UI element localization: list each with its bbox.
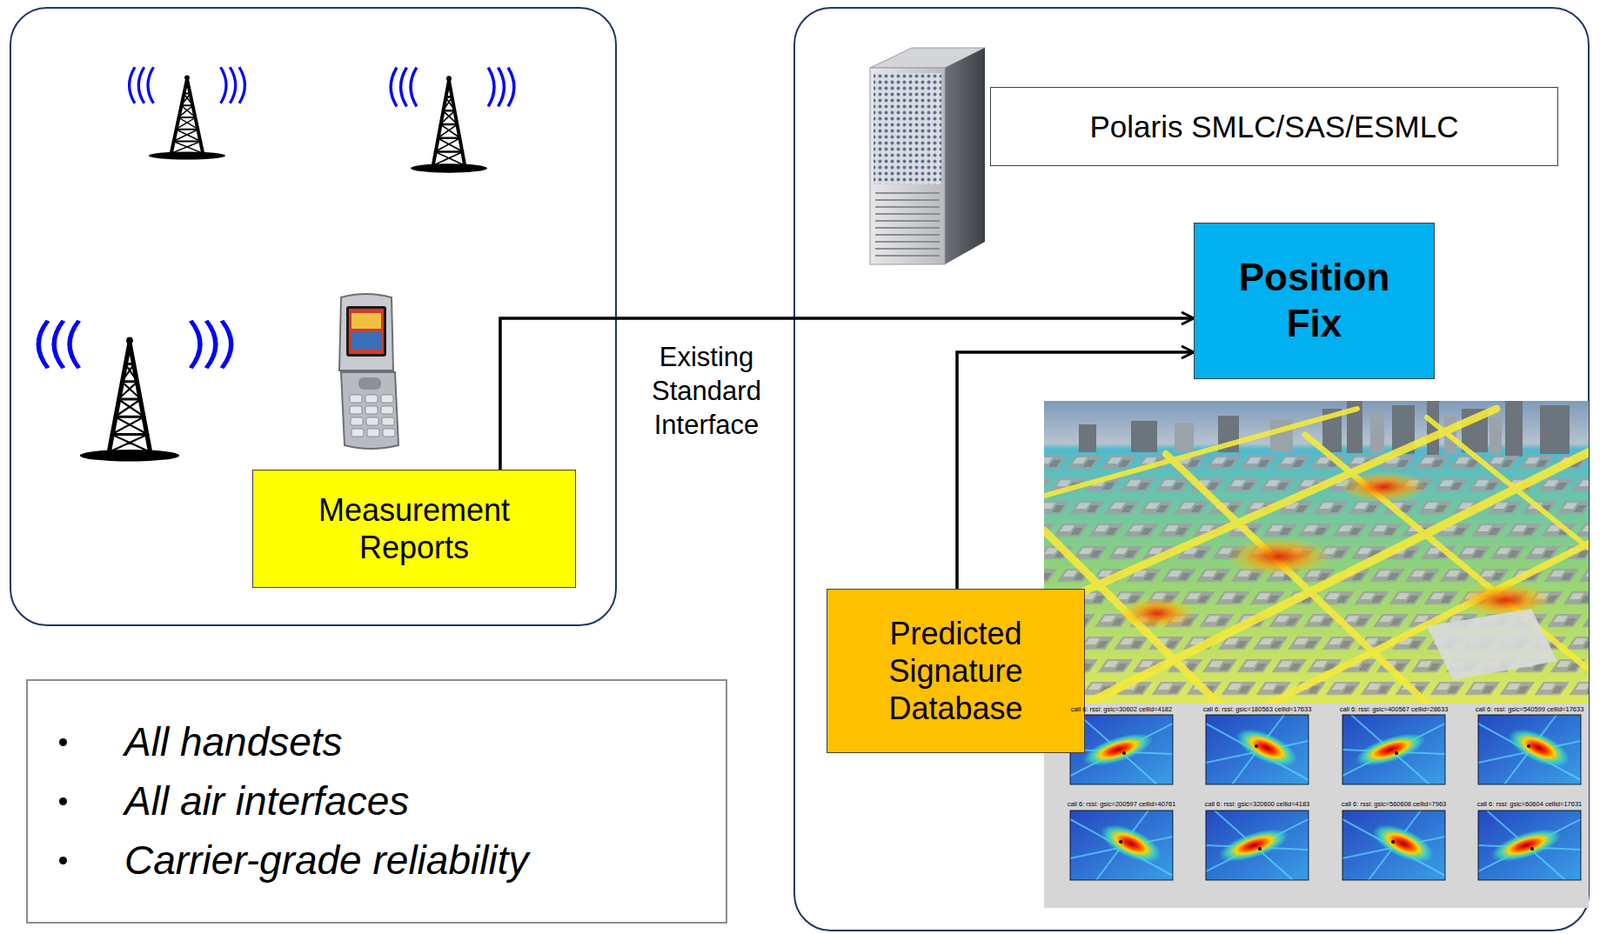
- plot-title: call 6: rssi: gsic=60604 cellid=17631: [1461, 800, 1598, 810]
- connector-arrow: [500, 318, 1194, 470]
- plot-title: call 6: rssi: gsic=30602 cellid=4182: [1053, 705, 1190, 715]
- plot-title: call 6: rssi: gsic=560608 cellid=7963: [1325, 800, 1462, 810]
- coverage-map: [1044, 401, 1589, 704]
- box-label: Polaris SMLC/SAS/ESMLC: [1089, 108, 1459, 146]
- box-label: Position Fix: [1223, 254, 1406, 348]
- position-fix-box: Position Fix: [1193, 222, 1435, 380]
- bullet-dot: [59, 856, 67, 865]
- database-box: Predicted Signature Database: [826, 589, 1085, 754]
- text-stack: Polaris SMLC/SAS/ESMLC: [1089, 108, 1459, 146]
- server-panel: [794, 7, 1589, 931]
- text-stack: Predicted Signature Database: [847, 615, 1065, 729]
- cell-tower: [390, 67, 515, 174]
- bullet-dot: [59, 797, 67, 806]
- connector-label: Existing Standard Interface: [628, 341, 785, 442]
- list-item-text: All air interfaces: [124, 777, 409, 826]
- connector-arrow: [957, 352, 1194, 590]
- list-item-text: Carrier-grade reliability: [124, 836, 529, 885]
- bullet-dot: [59, 738, 67, 747]
- plot-title: call 6: rssi: gsic=200597 cellid=40761: [1053, 800, 1190, 810]
- cell-tower: [129, 66, 246, 160]
- plot-title: call 6: rssi: gsic=320600 cellid=4183: [1189, 800, 1326, 810]
- list-item: Carrier-grade reliability: [59, 836, 529, 885]
- list-item: All handsets: [59, 718, 343, 767]
- flip-phone: [339, 294, 399, 449]
- plot-title: call 6: rssi: gsic=400567 cellid=28633: [1325, 705, 1462, 715]
- text-stack: Measurement Reports: [305, 491, 523, 567]
- handset-panel: [10, 7, 616, 626]
- list-item: All air interfaces: [59, 777, 409, 826]
- text-stack: Position Fix: [1223, 254, 1406, 348]
- box-label: Predicted Signature Database: [847, 615, 1065, 729]
- server-tower: [870, 47, 985, 265]
- server-label-box: Polaris SMLC/SAS/ESMLC: [990, 87, 1559, 167]
- text-stack: All handsetsAll air interfacesCarrier-gr…: [59, 712, 529, 891]
- measurement-box: Measurement Reports: [252, 469, 576, 589]
- box-label: Measurement Reports: [305, 491, 523, 567]
- plot-title: call 6: rssi: gsic=180563 cellid=17633: [1189, 705, 1326, 715]
- cell-tower: [38, 321, 231, 462]
- plot-title: call 6: rssi: gsic=540599 cellid=17633: [1461, 705, 1598, 715]
- feature-list-box: All handsetsAll air interfacesCarrier-gr…: [26, 679, 728, 924]
- list-item-text: All handsets: [124, 718, 343, 767]
